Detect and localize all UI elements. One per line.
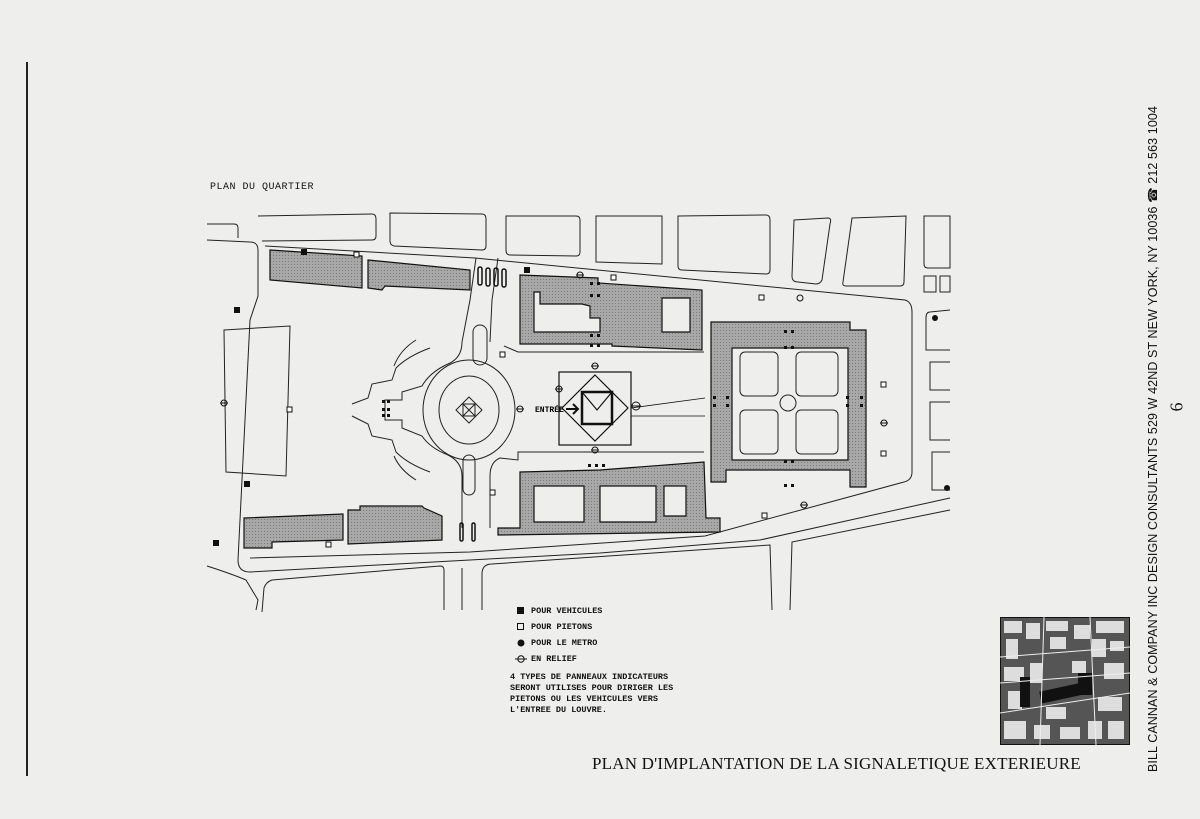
legend-item-vehicles: POUR VEHICULES xyxy=(515,603,602,619)
street-grid xyxy=(206,212,951,613)
entrance-arrow-icon xyxy=(566,403,580,415)
pyramid xyxy=(558,371,706,446)
signage-note: 4 TYPES DE PANNEAUX INDICATEURS SERONT U… xyxy=(510,672,674,715)
legend-item-metro: POUR LE METRO xyxy=(515,635,602,651)
louvre-buildings xyxy=(243,249,867,549)
tuileries-block xyxy=(223,325,291,477)
entrance-label: ENTRÉE xyxy=(535,406,564,415)
legend-item-pedestrians: POUR PIETONS xyxy=(515,619,602,635)
pedestrian-sign-markers xyxy=(286,251,887,548)
margin-rule xyxy=(26,62,28,776)
plan-label: PLAN DU QUARTIER xyxy=(210,182,315,193)
location-inset-map xyxy=(1000,617,1130,745)
crosswalks xyxy=(459,266,507,542)
passage-dots xyxy=(382,282,863,487)
legend-label: POUR LE METRO xyxy=(531,637,598,648)
cour-carree-gardens xyxy=(739,351,839,455)
legend-label: POUR VEHICULES xyxy=(531,605,603,616)
designer-credit: BILL CANNAN & COMPANY INC DESIGN CONSULT… xyxy=(1146,106,1160,772)
roundabout xyxy=(422,324,516,496)
filled-square-icon xyxy=(515,607,527,615)
crossed-circle-icon xyxy=(515,655,527,663)
relief-sign-markers xyxy=(220,271,888,509)
page-number: 6 xyxy=(1166,402,1187,412)
open-square-icon xyxy=(515,623,527,631)
filled-circle-icon xyxy=(515,639,527,647)
vehicle-sign-markers xyxy=(213,249,530,546)
legend-item-relief: EN RELIEF xyxy=(515,651,602,667)
document-title: PLAN D'IMPLANTATION DE LA SIGNALETIQUE E… xyxy=(592,754,1081,773)
legend-label: POUR PIETONS xyxy=(531,621,593,632)
legend: POUR VEHICULES POUR PIETONS POUR LE METR… xyxy=(515,603,602,667)
legend-label: EN RELIEF xyxy=(531,653,577,664)
metro-sign-markers xyxy=(932,315,950,491)
